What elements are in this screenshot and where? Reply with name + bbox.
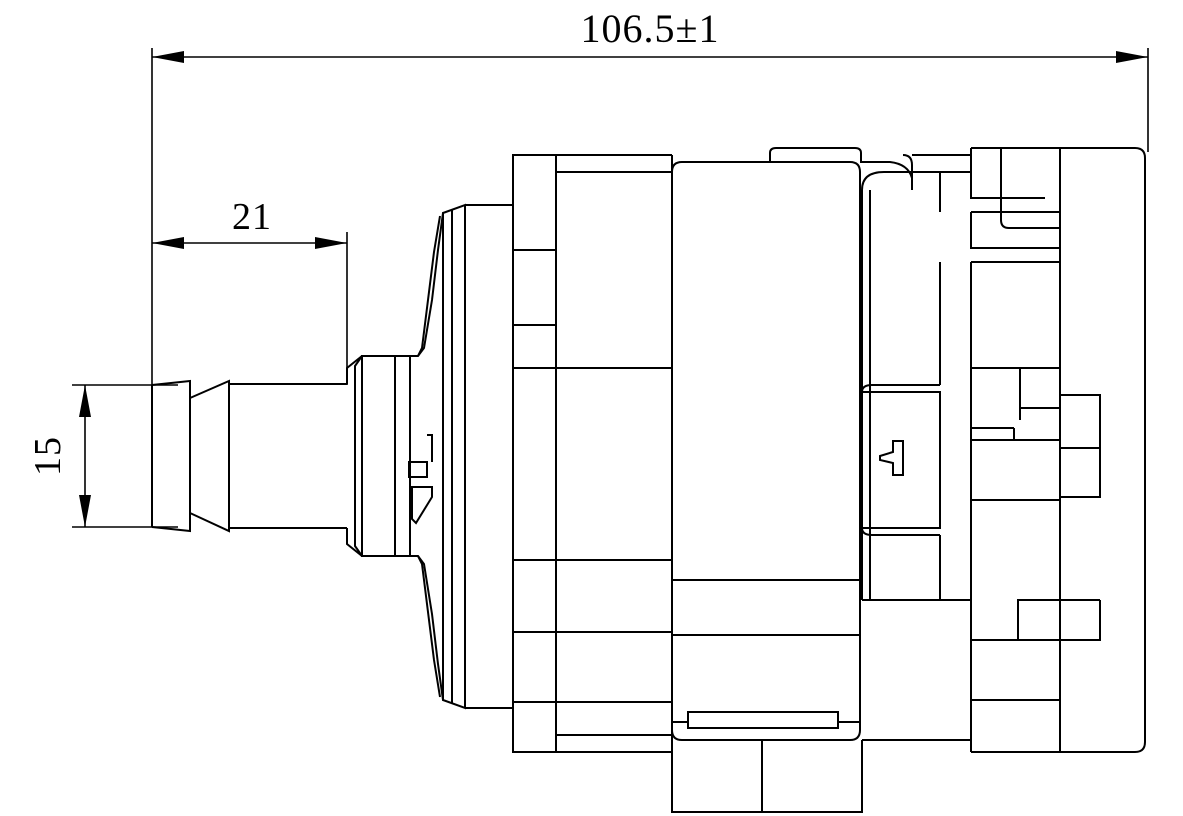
arrowhead-left-overall: [152, 51, 184, 63]
latch-pad-outline: [862, 391, 941, 529]
rear-block-left: [970, 262, 1060, 501]
dimension-barb-length: 21: [152, 196, 348, 385]
latch-tab-detail: [879, 440, 904, 476]
part-flange: [408, 203, 466, 710]
latch-pad-bottom-round: [861, 527, 940, 536]
flange-latch-hook: [411, 486, 433, 525]
barb-ridge-2: [189, 379, 230, 533]
bottom-boss-plate: [687, 711, 839, 729]
barb-ridge-1-top: [151, 379, 191, 398]
latch-arm-tip-outer: [902, 154, 913, 190]
dim-label-barb-length: 21: [232, 196, 272, 238]
flange-notch-upper-edge: [427, 434, 433, 462]
latch-arm-inner-curve: [861, 171, 912, 191]
collar-chamfer-left: [354, 355, 363, 557]
flange-taper-top-outer: [410, 212, 444, 357]
body-main-outline: [671, 161, 861, 741]
rear-mid-slot: [1013, 428, 1060, 441]
flange-taper-bottom-inner: [417, 555, 441, 698]
rear-lower-step-2: [970, 640, 1060, 701]
arrowhead-right-overall: [1116, 51, 1148, 63]
rear-mid-protrusion: [1060, 394, 1101, 498]
latch-pad-top-round: [861, 384, 940, 393]
arrowhead-left-barb: [152, 237, 184, 249]
flange-taper-bottom-outer: [410, 555, 444, 701]
rear-step-1-riser: [1000, 148, 1060, 229]
arrowhead-bottom-diameter: [79, 495, 91, 527]
stem-step-bottom: [346, 528, 363, 557]
rear-lower-step-1: [970, 500, 1060, 641]
part-rear-connector: [862, 147, 1146, 753]
collar-outline: [361, 355, 411, 557]
dim-label-overall-length: 106.5±1: [581, 6, 720, 51]
rear-shell-outer: [1059, 147, 1146, 753]
rear-mid-notch-upper: [1019, 368, 1060, 409]
dim-label-barb-diameter: 15: [27, 436, 69, 476]
barb-ridge-1-bottom: [151, 513, 191, 533]
stem-step-top: [346, 355, 363, 384]
top-retaining-tab: [769, 147, 862, 162]
part-collar: [354, 355, 411, 557]
part-body-front: [465, 154, 673, 753]
dimension-barb-diameter: 15: [27, 384, 178, 528]
rear-lower-protrusion: [1060, 600, 1101, 641]
dimension-overall-length: 106.5±1: [151, 6, 1149, 390]
flange-taper-top-inner: [417, 215, 441, 357]
flange-body-outline: [442, 203, 466, 710]
rear-step-1: [970, 148, 1045, 199]
part-body-main: [671, 147, 863, 813]
part-hose-barb: [151, 355, 363, 557]
arrowhead-top-diameter: [79, 385, 91, 417]
bottom-boss-body: [671, 740, 863, 813]
part-latch-arm: [860, 154, 970, 600]
rear-step-2: [970, 212, 1060, 249]
arrowhead-right-barb: [315, 237, 347, 249]
flange-notch-slot: [408, 461, 428, 478]
